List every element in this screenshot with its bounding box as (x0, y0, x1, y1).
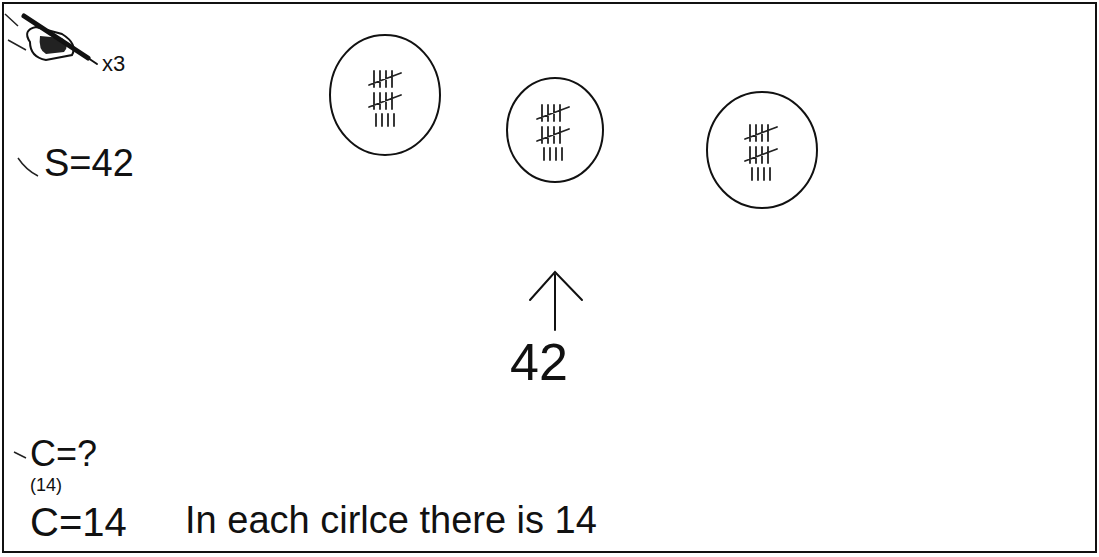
total-count: 42 (510, 334, 568, 391)
page-border (3, 3, 1096, 552)
multiplier-note: x3 (102, 52, 125, 76)
margin-strokes (5, 14, 38, 458)
equation: C=14 (30, 500, 127, 544)
hand-pencil-icon (24, 16, 97, 64)
equation: C=? (30, 434, 97, 474)
equation: S=42 (44, 143, 134, 185)
group-circles (330, 35, 817, 208)
pointer-arrow (530, 272, 582, 330)
tally-marks (537, 105, 569, 160)
tally-marks (369, 71, 401, 126)
note: (14) (30, 476, 62, 496)
tally-marks (745, 125, 777, 180)
answer-sentence: In each cirlce there is 14 (185, 500, 597, 542)
